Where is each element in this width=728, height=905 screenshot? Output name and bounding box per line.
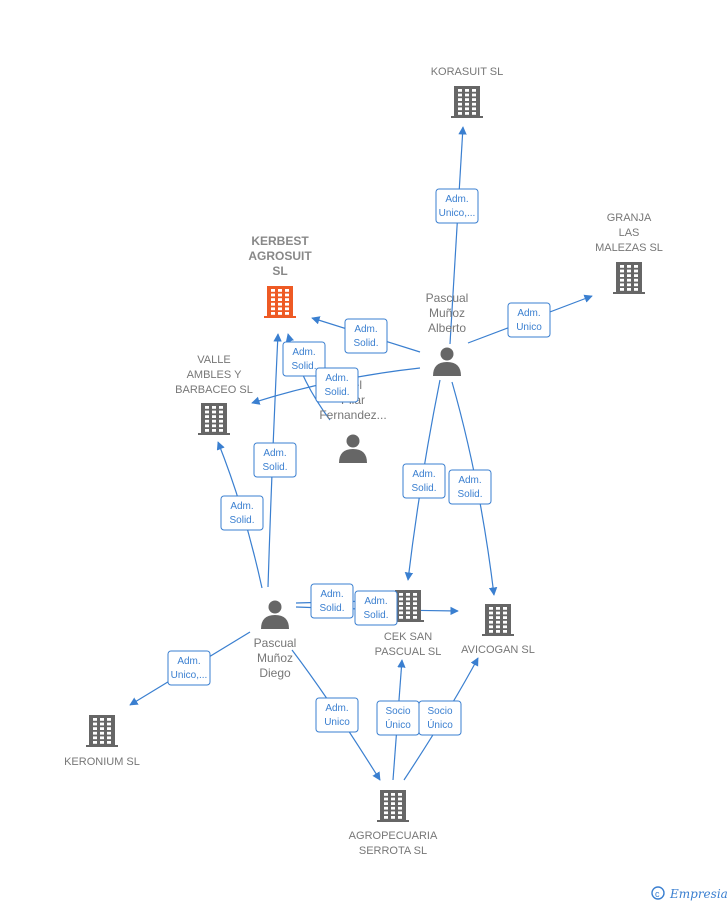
company-name-line: AVICOGAN SL [461, 644, 535, 656]
building-icon [377, 790, 409, 822]
building-icon [451, 86, 483, 118]
company-name-line: SL [272, 264, 287, 278]
relation-text: Adm. [364, 596, 387, 607]
relation-text: Solid. [363, 610, 388, 621]
relation-label-alberto_granja[interactable]: Adm. Unico [507, 302, 551, 338]
person-icon [433, 347, 461, 376]
relation-label-alberto_valle[interactable]: Adm. Solid. [315, 367, 359, 403]
person-name-line: Alberto [428, 321, 466, 335]
building-icon [264, 286, 296, 318]
relation-label-diego_cek[interactable]: Adm. Solid. [310, 583, 354, 619]
company-name-line: AGROPECUARIA [349, 830, 438, 842]
relation-label-alberto_kerbest[interactable]: Adm. Solid. [344, 318, 388, 354]
relation-label-alberto_korasuit[interactable]: Adm. Unico,... [435, 188, 479, 224]
relation-text: Socio [385, 706, 410, 717]
company-cek[interactable]: CEK SAN PASCUAL SL [375, 590, 442, 658]
relation-text: Adm. [292, 347, 315, 358]
relation-text: Unico [516, 322, 542, 333]
person-name-line: Muñoz [429, 306, 465, 320]
company-name-line: AGROSUIT [248, 249, 312, 263]
company-name-line: KERONIUM SL [64, 756, 140, 768]
relation-text: Socio [427, 706, 452, 717]
company-name-line: LAS [619, 227, 640, 239]
relation-label-diego_valle[interactable]: Adm. Solid. [220, 495, 264, 531]
company-name-line: AMBLES Y [187, 369, 242, 381]
relation-label-diego_avicogan[interactable]: Adm. Solid. [354, 590, 398, 626]
company-name-line: CEK SAN [384, 631, 432, 643]
relation-text: Adm. [458, 475, 481, 486]
relation-text: Solid. [229, 515, 254, 526]
relation-text: Único [427, 718, 453, 731]
copyright-icon [651, 886, 665, 900]
relation-text: Solid. [353, 338, 378, 349]
relation-label-alberto_cek[interactable]: Adm. Solid. [402, 463, 446, 499]
company-name-line: MALEZAS SL [595, 242, 663, 254]
person-name-line: Pascual [426, 291, 469, 305]
relation-text: Adm. [517, 308, 540, 319]
person-icon [261, 600, 289, 629]
relation-text: Unico,... [439, 208, 476, 219]
relation-text: Adm. [354, 324, 377, 335]
relation-label-diego_agropecuaria[interactable]: Adm. Unico [315, 697, 359, 733]
relation-text: Adm. [263, 448, 286, 459]
relation-text: Adm. [325, 373, 348, 384]
copyright-symbol: c [655, 889, 660, 899]
brand-logo: Empresia [669, 887, 728, 901]
building-icon [198, 403, 230, 435]
company-avicogan[interactable]: AVICOGAN SL [461, 604, 535, 656]
relation-text: Adm. [230, 501, 253, 512]
person-icon [339, 434, 367, 463]
building-icon [482, 604, 514, 636]
company-name-line: KERBEST [251, 234, 309, 248]
building-icon [392, 590, 424, 622]
person-name-line: Diego [259, 666, 291, 680]
edge-alberto_korasuit [449, 126, 467, 345]
relation-text: Único [385, 718, 411, 731]
relation-text: Solid. [457, 489, 482, 500]
relation-label-alberto_avicogan[interactable]: Adm. Solid. [448, 469, 492, 505]
relation-text: Adm. [325, 703, 348, 714]
relation-text: Solid. [291, 361, 316, 372]
edge-labels-layer: Adm.Unico,...Adm.UnicoAdm.Solid.Adm.Soli… [167, 188, 551, 736]
company-name-line: VALLE [197, 354, 230, 366]
relation-text: Solid. [324, 387, 349, 398]
relation-text: Adm. [177, 656, 200, 667]
relation-text: Solid. [319, 603, 344, 614]
person-name-line: Pascual [254, 636, 297, 650]
person-name-line: Muñoz [257, 651, 293, 665]
relation-text: Solid. [262, 462, 287, 473]
company-name-line: BARBACEO SL [175, 384, 253, 396]
company-korasuit[interactable]: KORASUIT SL [431, 66, 504, 118]
relation-text: Unico [324, 717, 350, 728]
relation-label-diego_keronium[interactable]: Adm. Unico,... [167, 650, 211, 686]
company-granja[interactable]: GRANJA LAS MALEZAS SL [595, 212, 663, 294]
company-agropecuaria[interactable]: AGROPECUARIA SERROTA SL [349, 790, 438, 857]
watermark: c Empresia [651, 886, 728, 901]
relation-text: Adm. [445, 194, 468, 205]
relation-text: Unico,... [171, 670, 208, 681]
company-keronium[interactable]: KERONIUM SL [64, 715, 140, 768]
building-icon [613, 262, 645, 294]
building-icon [86, 715, 118, 747]
company-name-line: SERROTA SL [359, 845, 427, 857]
company-name-line: PASCUAL SL [375, 646, 442, 658]
relation-text: Solid. [411, 483, 436, 494]
company-name-line: KORASUIT SL [431, 66, 504, 78]
relation-text: Adm. [320, 589, 343, 600]
company-valle[interactable]: VALLE AMBLES Y BARBACEO SL [175, 354, 253, 435]
person-name-line: Fernandez... [319, 408, 386, 422]
relation-label-pilar_kerbest[interactable]: Adm. Solid. [282, 341, 326, 377]
company-name-line: GRANJA [607, 212, 652, 224]
relation-label-diego_kerbest[interactable]: Adm. Solid. [253, 442, 297, 478]
relation-text: Adm. [412, 469, 435, 480]
